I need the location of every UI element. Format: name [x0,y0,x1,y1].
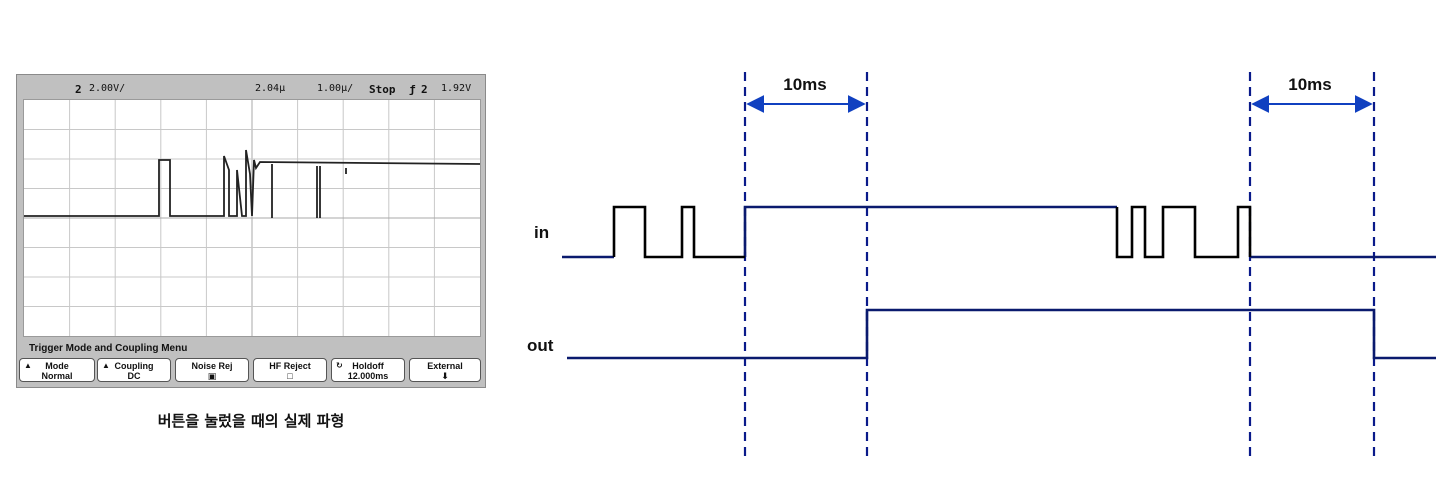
down-arrow-icon: ⬇ [441,371,449,381]
run-state: Stop [369,83,396,96]
in-signal-steady [562,205,1436,259]
volts-per-div: 2.00V/ [89,83,126,94]
checkbox-checked-icon: ▣ [207,371,217,381]
softkey-hf-reject[interactable]: HF Reject □ [253,358,327,382]
checkbox-empty-icon: □ [287,371,293,381]
time-per-div: 1.00µ/ [317,83,354,94]
channel-number: 2 [75,83,82,96]
softkey-mode[interactable]: ▲ Mode Normal [19,358,95,382]
up-arrow-icon: ▲ [24,361,32,370]
interval-label-2: 10ms [1288,75,1331,94]
trigger-channel: 2 [421,83,428,96]
oscilloscope-screen: 2 2.00V/ 2.04µ 1.00µ/ Stop ƒ 2 1.92V [16,74,486,388]
interval-label-1: 10ms [783,75,826,94]
scope-status-bar: 2 2.00V/ 2.04µ 1.00µ/ Stop ƒ 2 1.92V [17,75,485,99]
timing-markers [743,72,1376,462]
softkey-coupling[interactable]: ▲ Coupling DC [97,358,171,382]
up-arrow-icon: ▲ [102,361,110,370]
scope-trace [24,149,481,218]
scope-waveform-display [23,99,481,337]
scope-caption: 버튼을 눌렀을 때의 실제 파형 [157,412,345,430]
time-position: 2.04µ [255,83,286,94]
softkey-external[interactable]: External ⬇ [409,358,481,382]
signal-label-out: out [527,336,554,355]
trigger-level: 1.92V [441,83,472,94]
signal-label-in: in [534,223,549,242]
scope-softkey-bar: ▲ Mode Normal ▲ Coupling DC Noise Rej ▣ … [19,357,483,385]
softkey-noise-rej[interactable]: Noise Rej ▣ [175,358,249,382]
scope-grid-lines [24,100,480,336]
scope-waveform-svg [24,100,481,336]
out-signal [567,308,1436,360]
in-signal-bounce [612,205,1252,259]
softkey-holdoff[interactable]: ↻ Holdoff 12.000ms [331,358,405,382]
trigger-slope-icon: ƒ [409,83,416,96]
scope-menu-title: Trigger Mode and Coupling Menu [29,343,188,354]
rotate-knob-icon: ↻ [336,361,343,370]
